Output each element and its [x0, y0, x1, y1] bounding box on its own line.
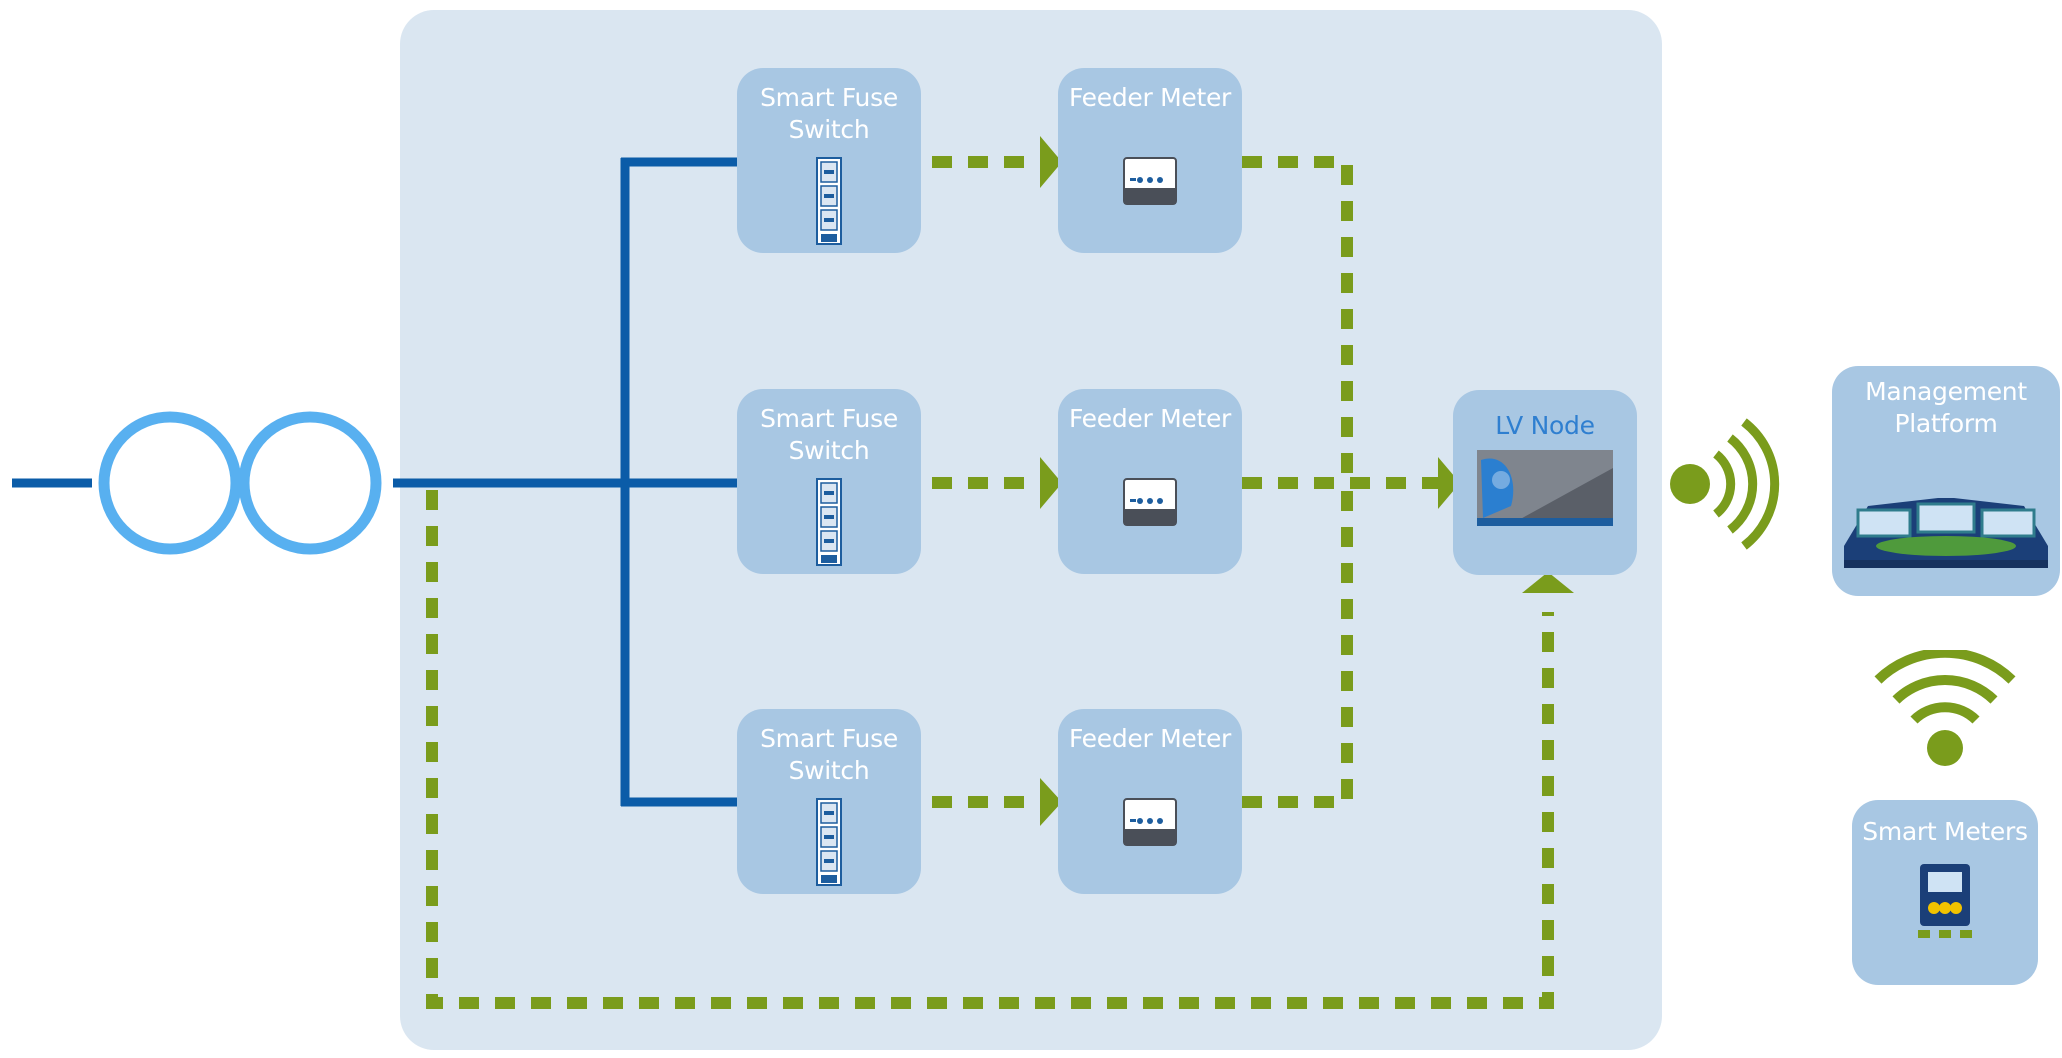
smart-fuse-switch-3-label: Smart Fuse Switch — [737, 723, 921, 787]
feeder-meter-2[interactable]: Feeder Meter — [1058, 389, 1242, 574]
power-lines — [12, 157, 738, 807]
management-platform-label: Management Platform — [1832, 376, 2060, 440]
label-line-1: Management — [1865, 377, 2027, 406]
feeder-meter-1[interactable]: Feeder Meter — [1058, 68, 1242, 253]
wireless-signal-icon — [1670, 418, 1780, 550]
feeder-meter-icon — [1123, 157, 1177, 205]
control-room-icon — [1844, 498, 2048, 568]
smart-meters[interactable]: Smart Meters — [1852, 800, 2038, 985]
smart-fuse-switch-2[interactable]: Smart Fuse Switch — [737, 389, 921, 574]
label-line-2: Switch — [788, 436, 870, 465]
label-line-2: Switch — [788, 115, 870, 144]
wifi-icon — [1874, 650, 2016, 766]
feeder-meter-icon — [1123, 798, 1177, 846]
data-links — [426, 156, 1554, 1009]
smart-fuse-switch-1[interactable]: Smart Fuse Switch — [737, 68, 921, 253]
feeder-meter-2-label: Feeder Meter — [1068, 404, 1232, 433]
arrow-heads — [1040, 136, 1574, 826]
meter-3-to-collector — [1242, 483, 1353, 808]
arrow-head-lv-node-bottom — [1522, 572, 1574, 593]
lv-node-device-icon — [1477, 450, 1613, 526]
transformer-to-lv-node-loop — [426, 490, 1554, 1009]
feeder-meter-3[interactable]: Feeder Meter — [1058, 709, 1242, 894]
substation-panel — [400, 10, 1662, 1050]
label-line-1: Smart Fuse — [760, 724, 898, 753]
feeder-meter-3-label: Feeder Meter — [1068, 724, 1232, 753]
lv-node-label: LV Node — [1495, 411, 1595, 440]
label-line-2: Platform — [1894, 409, 1998, 438]
smart-meter-icon — [1918, 864, 1972, 938]
fuse-switch-icon — [816, 798, 842, 886]
feeder-meter-icon — [1123, 478, 1177, 526]
label-line-1: Smart Fuse — [760, 83, 898, 112]
feeder-meter-1-label: Feeder Meter — [1068, 83, 1232, 112]
arrow-head-meter-2 — [1040, 457, 1062, 509]
smart-meters-label: Smart Meters — [1862, 817, 2028, 846]
arrow-head-meter-3 — [1040, 778, 1062, 826]
fuse-switch-icon — [816, 478, 842, 566]
fuse-switch-icon — [816, 157, 842, 245]
arrow-head-meter-1 — [1040, 136, 1062, 188]
meter-1-to-collector — [1242, 156, 1353, 483]
smart-fuse-switch-3[interactable]: Smart Fuse Switch — [737, 709, 921, 894]
smart-fuse-switch-1-label: Smart Fuse Switch — [737, 82, 921, 146]
label-line-1: Smart Fuse — [760, 404, 898, 433]
management-platform[interactable]: Management Platform — [1832, 366, 2060, 596]
transformer-icon — [98, 411, 382, 555]
label-line-2: Switch — [788, 756, 870, 785]
smart-fuse-switch-2-label: Smart Fuse Switch — [737, 403, 921, 467]
arrow-head-lv-node-left — [1438, 457, 1460, 509]
lv-node[interactable]: LV Node — [1453, 390, 1637, 575]
